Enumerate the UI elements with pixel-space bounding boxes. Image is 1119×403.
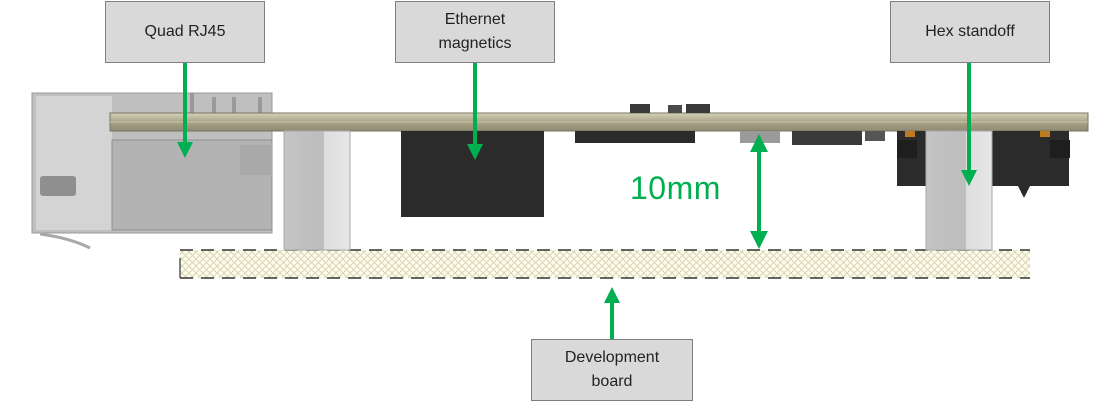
dimension-label-10mm: 10mm bbox=[630, 170, 721, 206]
callout-development-board: Development board bbox=[531, 339, 693, 401]
dimension-arrow bbox=[750, 134, 768, 249]
underside-components bbox=[575, 131, 885, 145]
ethernet-magnetics-component bbox=[401, 131, 544, 217]
development-board bbox=[179, 249, 1030, 279]
hex-standoff-left bbox=[283, 130, 351, 251]
hex-standoff-right bbox=[925, 130, 993, 251]
callout-ethernet-magnetics: Ethernet magnetics bbox=[395, 1, 555, 63]
callout-hex-standoff: Hex standoff bbox=[890, 1, 1050, 63]
callout-quad-rj45: Quad RJ45 bbox=[105, 1, 265, 63]
